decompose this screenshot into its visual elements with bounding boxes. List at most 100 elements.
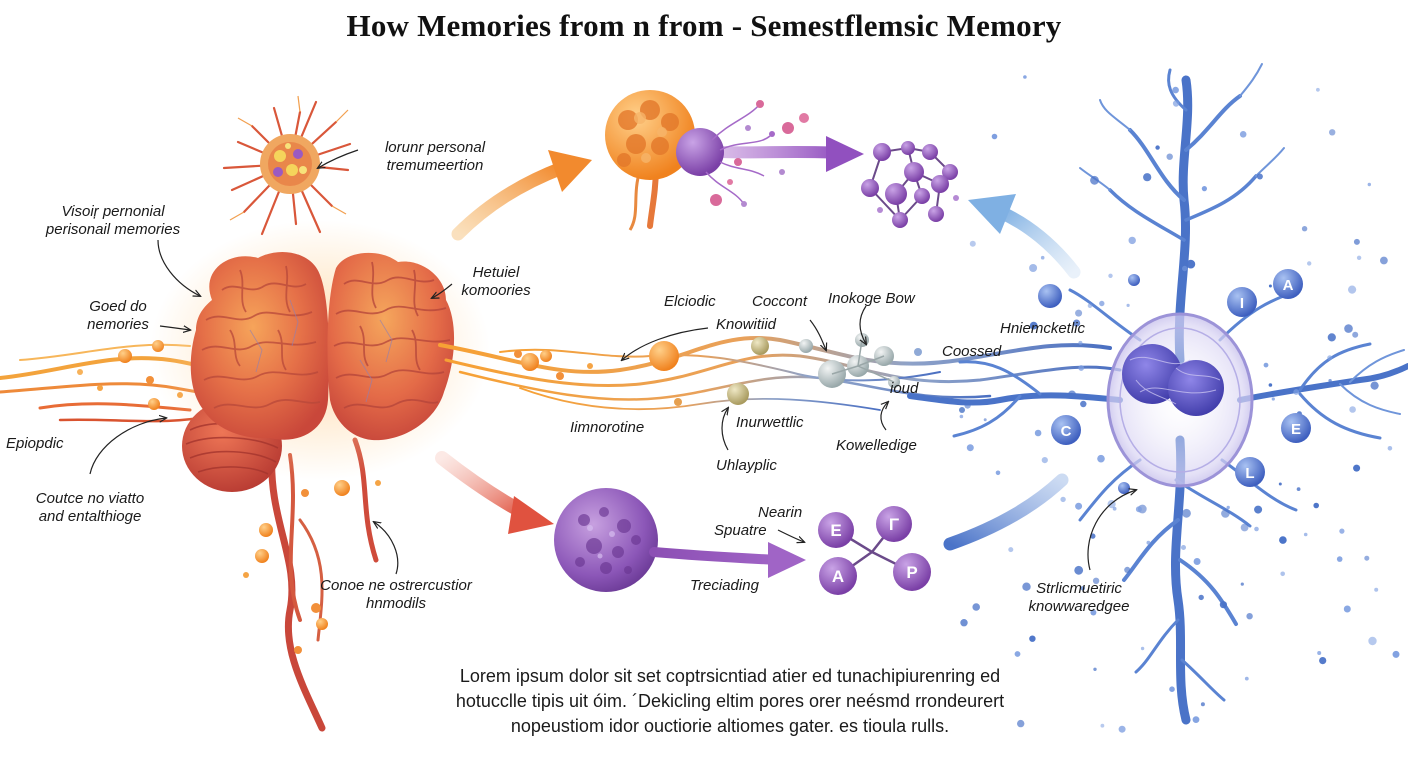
label-lorunr: lorunr personal tremumeertion: [360, 139, 510, 175]
dendrite-dot: [1075, 309, 1083, 317]
purple-memory-sphere: [554, 488, 806, 592]
dendrite-dot: [1182, 508, 1191, 518]
dendrite-dot: [1080, 586, 1086, 591]
page-title: How Memories from n from - Semestflemsic…: [346, 8, 1062, 43]
dendrite-dot: [1254, 505, 1263, 514]
right-node-c: C: [1061, 423, 1072, 440]
label-strict-line1: Strlicmuetiric: [1036, 580, 1122, 597]
dendrite-dot: [1301, 226, 1308, 232]
dendrite-dot: [1316, 87, 1320, 92]
label-goed-line1: Goed do: [89, 298, 147, 315]
lower-node-gamma: Γ: [889, 515, 899, 534]
dendrite-dot: [966, 444, 974, 452]
purple-molecule-cluster: [861, 141, 959, 228]
lower-node-e: E: [830, 521, 841, 540]
dendrite-dot: [1328, 379, 1332, 383]
dendrite-dot: [1073, 319, 1081, 327]
dendrite-dot: [1327, 355, 1333, 361]
dendrite-dot: [1080, 400, 1087, 408]
label-hniemcketlic: Hniemcketlic: [1000, 320, 1086, 337]
top-memory-node: [605, 90, 864, 231]
dendrite-dot: [1327, 333, 1336, 342]
dendrite-dot: [1374, 587, 1379, 592]
label-strict: Strlicmuetiric knowwaredgee: [1004, 580, 1154, 616]
dendrite-dot: [1392, 650, 1400, 658]
dendrite-dot: [1254, 526, 1259, 532]
label-strict-line2: knowwaredgee: [1028, 598, 1130, 615]
dendrite-dot: [1093, 667, 1097, 671]
label-visoir-line2: perisonail memories: [45, 221, 181, 238]
dendrite-dot: [1200, 702, 1205, 707]
dendrite-dot: [1226, 505, 1230, 510]
dendrite-dot: [1040, 255, 1045, 260]
dendrite-dot: [1112, 506, 1117, 511]
dendrite-dot: [959, 414, 964, 419]
dendrite-dot: [1368, 636, 1377, 646]
dendrite-dot: [1293, 389, 1300, 395]
dendrite-dot: [964, 402, 971, 409]
dendrite-dot: [1367, 182, 1372, 187]
dendrite-dot: [1221, 509, 1230, 518]
label-lorunr-line2: tremumeertion: [386, 157, 484, 174]
dendrite-dot: [1356, 255, 1362, 260]
dendrite-dot: [1041, 457, 1048, 464]
dendrite-dot: [1017, 719, 1025, 728]
dendrite-dot: [1339, 528, 1345, 534]
right-node-e: E: [1291, 421, 1301, 438]
label-visoir-line1: Visoiŗ pernonial: [61, 203, 165, 220]
callout-leaders: [89, 149, 1136, 575]
label-coutce-line2: and entalthioge: [38, 508, 142, 525]
dendrite-dot: [1166, 153, 1173, 160]
dendrite-dot: [1303, 532, 1308, 537]
dendrite-dot: [1060, 496, 1066, 503]
label-lorunr-line1: lorunr personal: [384, 139, 486, 156]
dendrite-dot: [1313, 502, 1319, 509]
label-coutce: Coutce no viatto and entalthioge: [10, 490, 170, 526]
right-letter-balls: A I C E L: [1038, 269, 1311, 494]
label-visoir: Visoiŗ pernonial perisonail memories: [28, 203, 198, 239]
dendrite-dot: [972, 603, 980, 611]
caption-line1: Lorem ipsum dolor sit set coptrsicntiad …: [459, 666, 1001, 686]
dendrite-dot: [1219, 601, 1227, 609]
label-inokoge: Inokoge Bow: [828, 290, 915, 307]
label-spuatre: Spuatre: [714, 522, 767, 539]
dendrite-dot: [1100, 723, 1105, 728]
dendrite-dot: [1087, 303, 1093, 309]
dendrite-dot: [1280, 571, 1285, 577]
dendrite-dot: [1240, 523, 1249, 532]
dendrite-dot: [1307, 261, 1312, 266]
dendrite-dot: [1124, 566, 1131, 574]
dendrite-dot: [1186, 259, 1196, 269]
label-hetuiel-line1: Hetuiel: [472, 264, 520, 281]
label-conoe-line2: hnmodils: [365, 595, 427, 612]
dendrite-dot: [1239, 131, 1247, 138]
label-treciading: Treciading: [690, 577, 759, 594]
label-iimnorotine: Iimnorotine: [570, 419, 645, 436]
dendrite-dot: [1090, 175, 1099, 185]
blue-neuron-tree: [907, 63, 1408, 725]
label-hetuiel-line2: komoories: [461, 282, 531, 299]
dendrite-dot: [983, 418, 987, 422]
dendrite-dot: [1181, 545, 1186, 550]
dendrite-dot: [1246, 613, 1253, 620]
dendrite-dot: [1193, 558, 1201, 565]
dendrite-dot: [1128, 236, 1136, 245]
dendrite-dot: [1182, 265, 1188, 272]
lower-node-p: P: [906, 563, 917, 582]
dendrite-dot: [1370, 381, 1379, 390]
dendrite-dot: [1192, 716, 1200, 723]
label-goed-line2: nemories: [87, 316, 149, 333]
caption-line2: hotucclle tipis uit óim. ´Dekicling elti…: [455, 691, 1005, 711]
label-conoe: Conoe ne ostrercustior hnmodils: [296, 577, 496, 613]
dendrite-dot: [1240, 582, 1244, 586]
dendrite-dot: [1352, 331, 1359, 338]
label-hetuiel: Hetuiel komoories: [446, 264, 546, 300]
dendrite-dot: [1296, 487, 1301, 491]
dendrite-dot: [1155, 145, 1160, 150]
blue-dendrite-dots: [959, 75, 1400, 733]
dendrite-dot: [1074, 565, 1084, 575]
dendrite-dot: [1034, 429, 1042, 437]
label-uhlayplic: Uhlayplic: [716, 457, 777, 474]
dendrite-dot: [1078, 340, 1083, 345]
